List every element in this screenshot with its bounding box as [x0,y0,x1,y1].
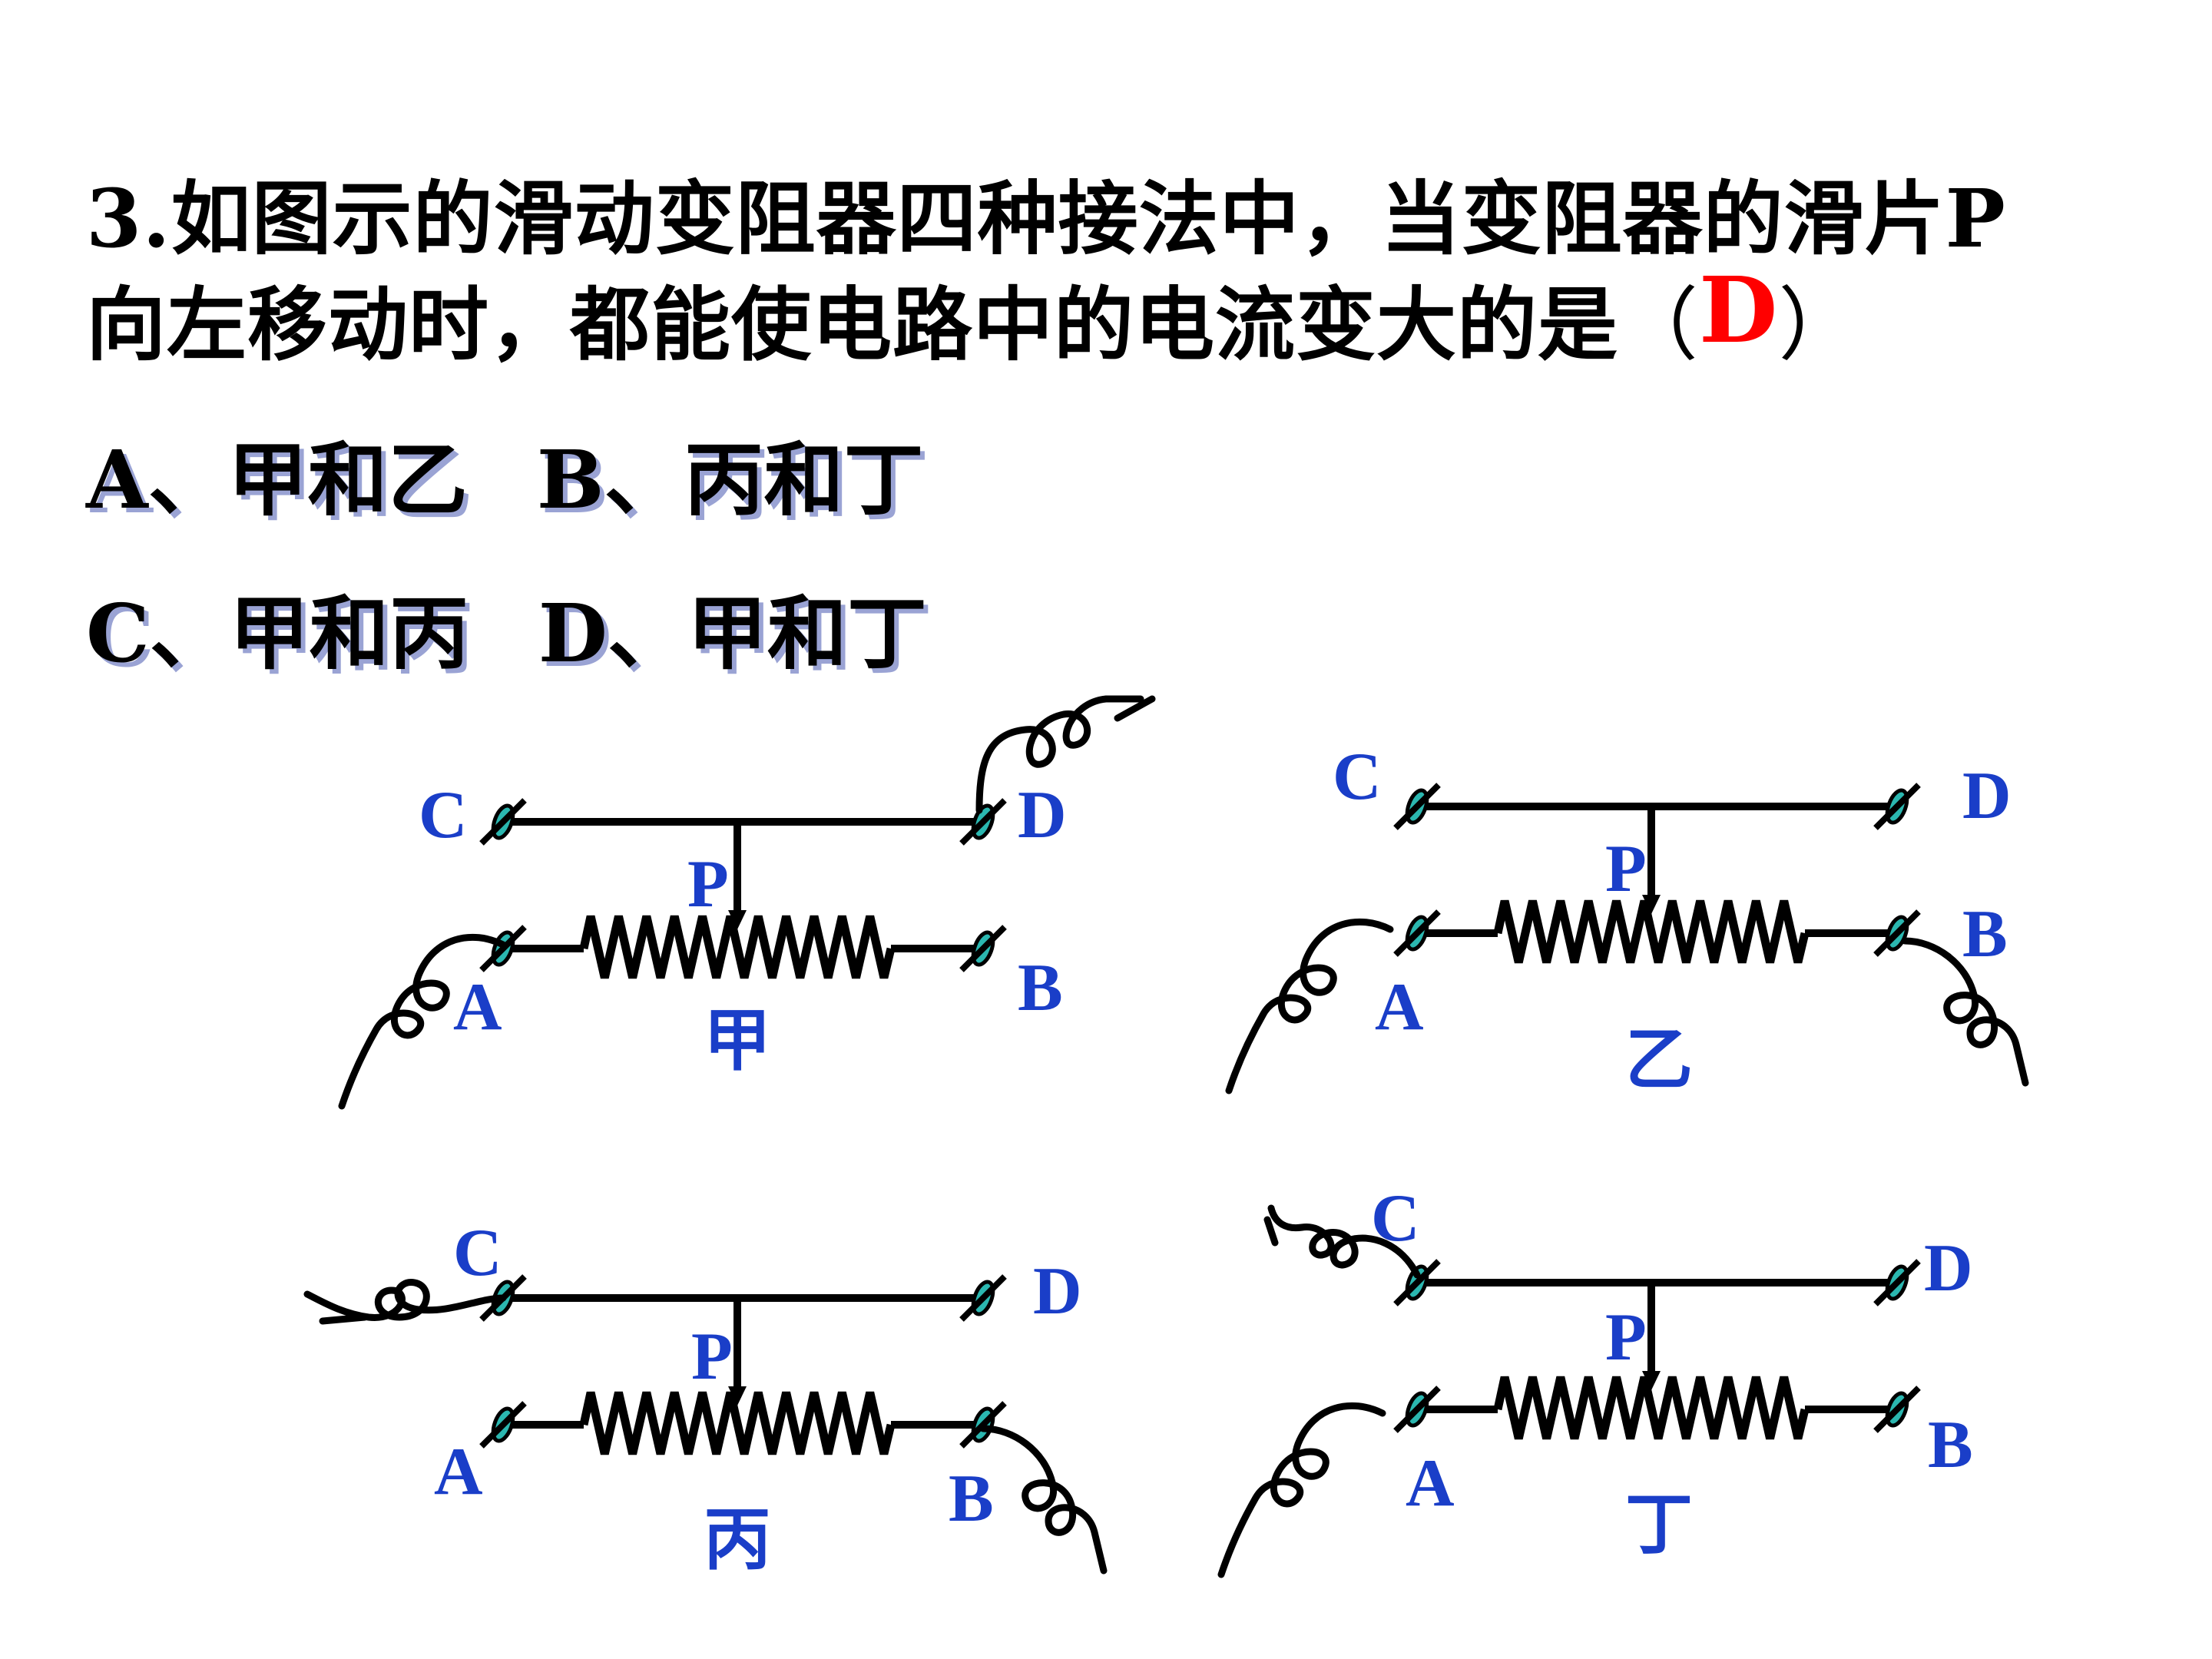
label-a: A [453,970,502,1045]
rheostat-diagram-4: C D A B P 丁 [1217,1181,1973,1578]
label-p: P [691,1320,733,1394]
diagram-caption: 乙 [1625,1020,1693,1099]
label-d: D [1924,1231,1973,1306]
label-b: B [1018,951,1063,1025]
label-p: P [1605,832,1647,906]
label-b: B [949,1462,994,1536]
loose-wire-b [979,1425,1108,1575]
option-b: B、丙和丁 [536,432,924,527]
terminal-screw [1873,1386,1921,1433]
diagram-caption: 甲 [704,1001,771,1080]
terminal-screw [1393,783,1441,830]
diagram-caption: 丁 [1625,1485,1693,1564]
terminal-screw [1393,1386,1441,1433]
rheostat-diagram-1: C D A B P 甲 [338,695,1156,1110]
resistance-coil [579,915,896,979]
label-p: P [687,847,729,922]
label-a: A [434,1435,483,1509]
question-line-2-text: 向左移动时，都能使电路中的电流变大的是 [86,277,1619,372]
label-a: A [1406,1446,1455,1521]
label-d: D [1033,1254,1082,1329]
terminal-screw [1873,783,1921,830]
options-row-2: C、甲和丙 D、甲和丁 [86,568,927,684]
terminal-screw [479,1401,527,1449]
label-d: D [1962,759,2012,833]
slider-arrow-icon [728,910,747,929]
slider-arrow-icon [1642,1371,1661,1390]
label-c: C [419,778,468,853]
label-b: B [1962,897,2008,972]
terminal-screw [959,1274,1007,1322]
slider-arrow-icon [1642,895,1661,914]
terminal-screw [1873,909,1921,957]
loose-wire-a [1217,1402,1386,1578]
answer-letter: D [1699,257,1779,363]
terminal-screw [959,925,1007,972]
loose-wire-c [303,1279,507,1325]
loose-wire-d [975,695,1156,814]
option-d: D、甲和丁 [538,586,927,680]
resistance-coil [579,1391,896,1455]
label-c: C [1371,1181,1420,1256]
terminal-screw [959,798,1007,846]
label-c: C [1333,740,1382,814]
label-d: D [1018,778,1067,853]
rheostat-diagram-2: C D A B P 乙 [1225,740,2029,1099]
label-b: B [1928,1408,1973,1482]
label-p: P [1605,1300,1647,1375]
diagram-caption: 丙 [704,1500,771,1579]
terminal-screw [1873,1259,1921,1306]
open-paren: （ [1618,278,1700,372]
terminal-screw [479,798,527,846]
option-a: A、甲和乙 [86,432,468,527]
rheostat-diagram-3: C D A B P 丙 [303,1216,1108,1579]
loose-wire-c [1263,1204,1421,1279]
resistance-coil [1493,1376,1810,1440]
label-c: C [453,1216,502,1290]
options-row-1: A、甲和乙 B、丙和丁 [86,415,924,531]
close-paren: ） [1778,278,1859,372]
loose-wire-b [1901,937,2029,1087]
loose-wire-a [1225,918,1394,1094]
resistance-coil [1493,899,1810,964]
question-line-2: 向左移动时，都能使电路中的电流变大的是（D） [86,257,1859,376]
terminal-screw [479,925,527,972]
terminal-screw [1393,1259,1441,1306]
slider-arrow-icon [728,1386,747,1406]
label-a: A [1375,970,1424,1045]
terminal-screw [1393,909,1441,957]
option-c: C、甲和丙 [86,586,469,680]
loose-wire-a [338,933,507,1110]
terminal-screw [959,1401,1007,1449]
question-line-1: 3.如图示的滑动变阻器四种接法中，当变阻器的滑片P [86,171,2006,266]
